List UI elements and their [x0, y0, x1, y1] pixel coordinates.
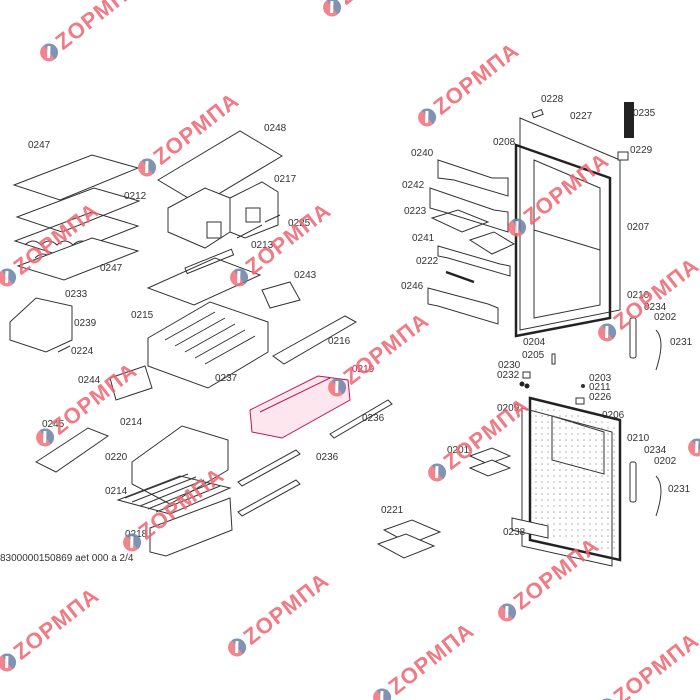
part-label-0236a[interactable]: 0236 [362, 413, 385, 424]
part-label-0212[interactable]: 0212 [124, 191, 147, 202]
upper-door [514, 117, 621, 338]
drawer-0215 [147, 301, 269, 389]
part-label-0247b[interactable]: 0247 [100, 263, 123, 274]
part-label-0213[interactable]: 0213 [251, 240, 274, 251]
part-label-0240[interactable]: 0240 [411, 148, 434, 159]
part-label-0243[interactable]: 0243 [294, 270, 317, 281]
part-label-0239[interactable]: 0239 [74, 318, 97, 329]
grid-0214 [116, 473, 232, 515]
part-label-0215[interactable]: 0215 [131, 310, 154, 321]
part-label-0223[interactable]: 0223 [404, 206, 427, 217]
part-label-0237[interactable]: 0237 [215, 373, 238, 384]
part-label-0216[interactable]: 0216 [328, 336, 351, 347]
part-label-0221[interactable]: 0221 [381, 505, 404, 516]
part-label-0225[interactable]: 0225 [288, 218, 311, 229]
part-label-0229[interactable]: 0229 [630, 145, 653, 156]
part-label-0233[interactable]: 0233 [65, 289, 88, 300]
part-label-0236b[interactable]: 0236 [316, 452, 339, 463]
part-label-0238[interactable]: 0238 [503, 527, 526, 538]
part-label-0220[interactable]: 0220 [105, 452, 128, 463]
part-label-0234b[interactable]: 0234 [644, 445, 667, 456]
part-label-0227[interactable]: 0227 [570, 111, 593, 122]
part-label-0214b[interactable]: 0214 [105, 486, 128, 497]
part-label-0211[interactable]: 0211 [589, 382, 611, 393]
part-label-0231a[interactable]: 0231 [670, 337, 693, 348]
part-label-0246[interactable]: 0246 [401, 281, 424, 292]
part-label-0241[interactable]: 0241 [412, 233, 435, 244]
part-label-0201[interactable]: 0201 [447, 445, 470, 456]
part-label-0234a[interactable]: 0234 [644, 302, 667, 313]
part-label-0235[interactable]: 0235 [633, 108, 656, 119]
part-label-0231b[interactable]: 0231 [668, 484, 691, 495]
part-label-0230[interactable]: 0230 [498, 360, 521, 371]
part-label-0210b[interactable]: 0210 [627, 433, 650, 444]
lower-door [521, 396, 622, 567]
part-label-0206[interactable]: 0206 [602, 410, 625, 421]
part-label-0202a[interactable]: 0202 [654, 312, 677, 323]
part-label-0207[interactable]: 0207 [627, 222, 650, 233]
drawer-0219-highlighted [249, 375, 351, 439]
part-label-0209[interactable]: 0209 [497, 403, 520, 414]
part-label-0226[interactable]: 0226 [589, 392, 612, 403]
part-label-0203[interactable]: 0203 [589, 373, 612, 384]
part-label-0228[interactable]: 0228 [541, 94, 564, 105]
part-label-0242[interactable]: 0242 [402, 180, 425, 191]
part-label-0245[interactable]: 0245 [42, 419, 65, 430]
part-label-0214a[interactable]: 0214 [120, 417, 143, 428]
part-label-0248[interactable]: 0248 [264, 123, 287, 134]
part-label-0224[interactable]: 0224 [71, 346, 94, 357]
part-label-0247a[interactable]: 0247 [28, 140, 51, 151]
part-label-0222[interactable]: 0222 [416, 256, 439, 267]
blocks-0217 [167, 181, 279, 249]
part-label-0217[interactable]: 0217 [274, 174, 297, 185]
part-label-0210a[interactable]: 0210 [627, 290, 650, 301]
part-label-0205[interactable]: 0205 [522, 350, 545, 361]
part-label-0208[interactable]: 0208 [493, 137, 516, 148]
part-label-0244[interactable]: 0244 [78, 375, 101, 386]
diagram-footer-code: 8300000150869 aet 000 a 2/4 [0, 553, 134, 564]
part-label-0219[interactable]: 0219 [352, 364, 375, 375]
part-label-0218[interactable]: 0218 [125, 529, 148, 540]
part-label-0232[interactable]: 0232 [497, 370, 520, 381]
part-label-0204[interactable]: 0204 [523, 337, 546, 348]
part-label-0202b[interactable]: 0202 [654, 456, 677, 467]
shelf-0247-top [12, 154, 141, 281]
